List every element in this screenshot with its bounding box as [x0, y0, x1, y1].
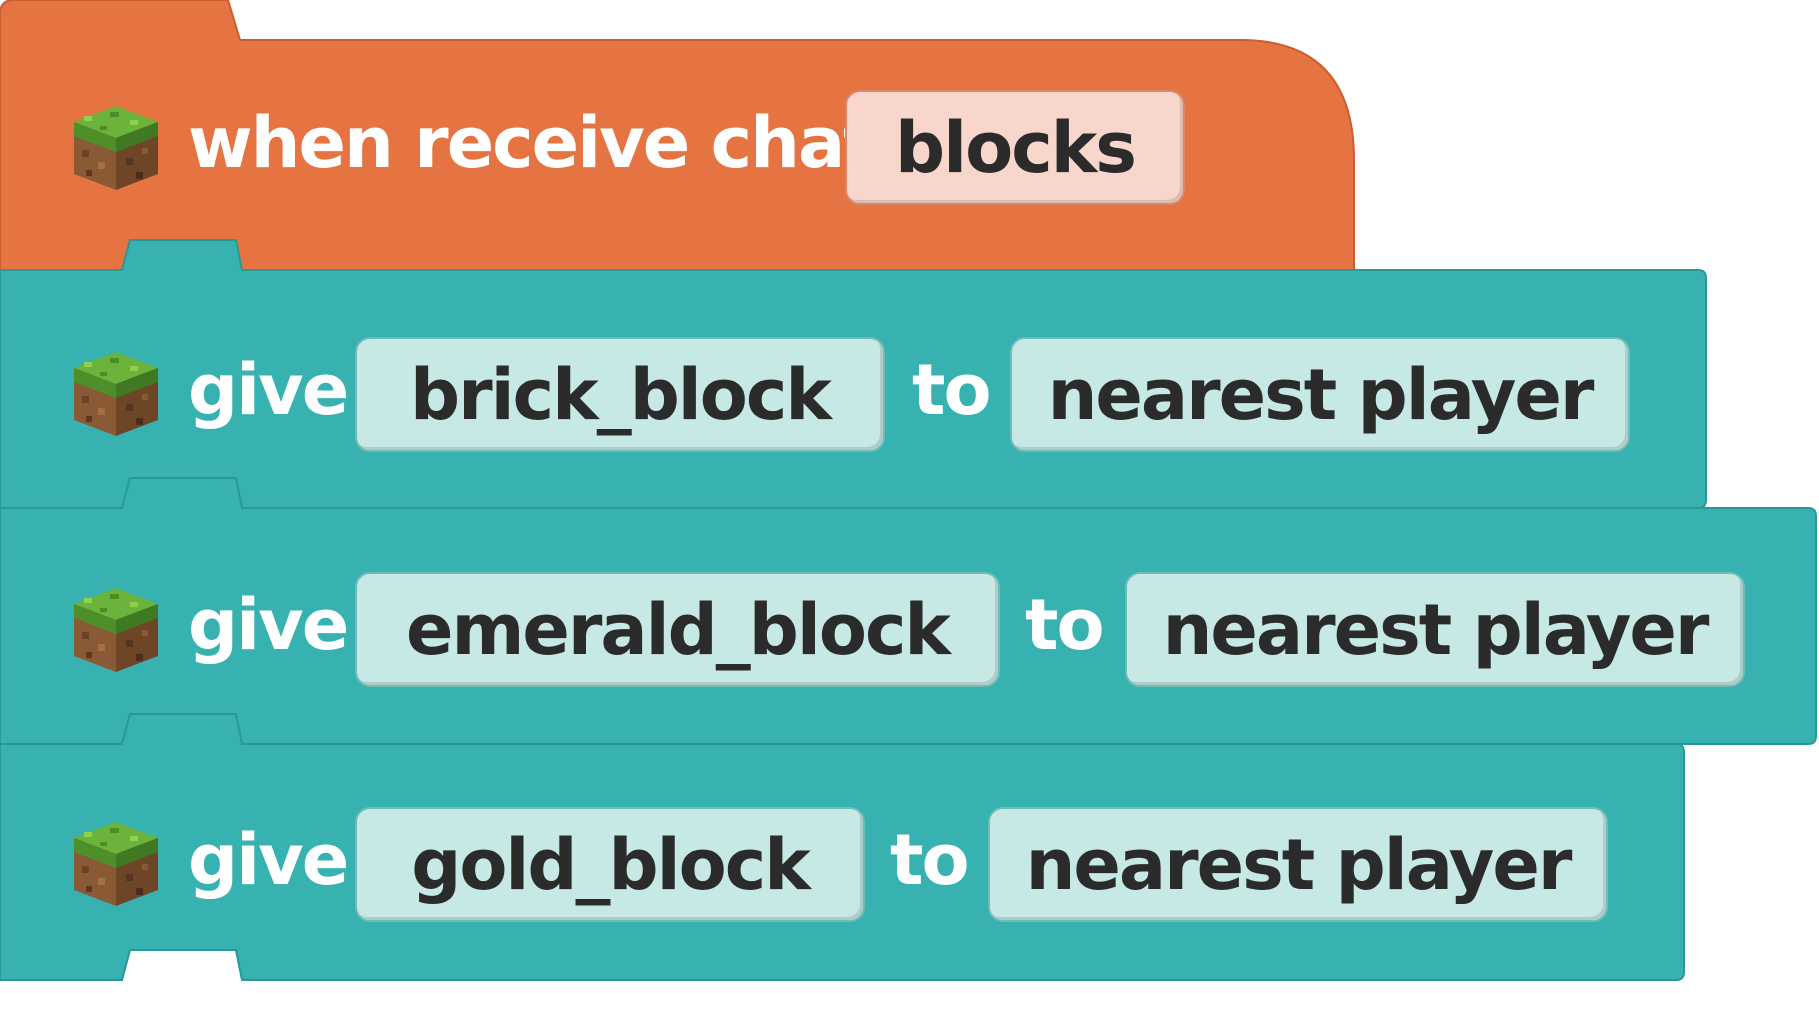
event-label: when receive chat	[188, 102, 877, 184]
to-keyword: to	[890, 819, 970, 901]
target-input-2[interactable]: nearest player	[1125, 572, 1745, 687]
target-input-3[interactable]: nearest player	[988, 807, 1608, 922]
grass-block-icon	[74, 352, 158, 436]
chat-command-input[interactable]: blocks	[845, 90, 1185, 205]
to-keyword: to	[1025, 584, 1105, 666]
item-input-1[interactable]: brick_block	[355, 337, 885, 452]
grass-block-icon	[74, 588, 158, 672]
give-keyword: give	[188, 349, 349, 431]
to-keyword: to	[912, 349, 992, 431]
target-input-1[interactable]: nearest player	[1010, 337, 1630, 452]
grass-block-icon	[74, 822, 158, 906]
item-input-3[interactable]: gold_block	[355, 807, 865, 922]
give-keyword: give	[188, 584, 349, 666]
grass-block-icon	[74, 106, 158, 190]
item-input-2[interactable]: emerald_block	[355, 572, 1000, 687]
give-keyword: give	[188, 819, 349, 901]
